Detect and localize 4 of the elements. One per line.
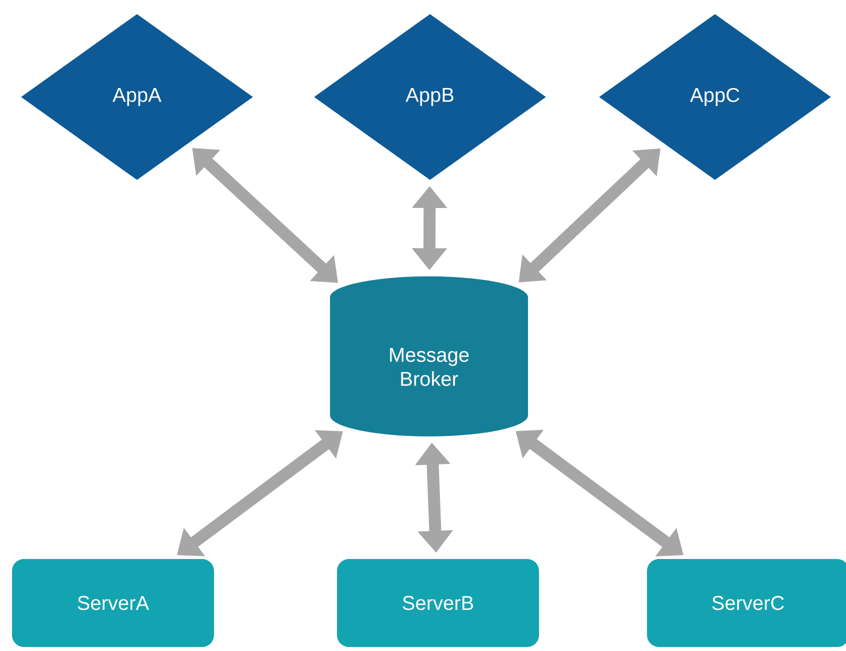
server-box: ServerB (337, 559, 539, 647)
database-cylinder: Message Broker (330, 276, 528, 436)
server-box: ServerC (647, 559, 846, 647)
server-box: ServerA (12, 559, 214, 647)
